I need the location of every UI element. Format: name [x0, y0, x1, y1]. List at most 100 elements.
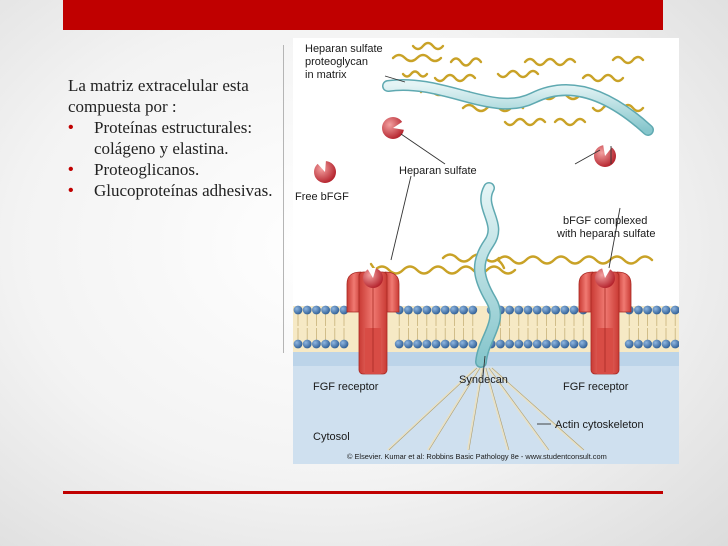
lipid-head [293, 305, 303, 315]
bfgf-ball-icon [363, 268, 383, 288]
lipid-head [312, 305, 321, 315]
lipid-head [302, 339, 312, 349]
lipid-head [339, 339, 349, 349]
bullet-icon: • [68, 161, 74, 178]
lipid-head [431, 339, 441, 349]
label-hs-pg-line2: proteoglycan [305, 56, 368, 68]
lipid-head [523, 305, 533, 315]
proteoglycan-figure: Heparan sulfate proteoglycan in matrix H… [293, 38, 679, 464]
top-accent-bar [63, 0, 663, 30]
label-fgf-receptor-left: FGF receptor [313, 381, 379, 393]
lipid-head [440, 339, 450, 349]
lipid-head [459, 339, 468, 349]
label-free-bfgf: Free bFGF [295, 191, 349, 203]
lipid-head [468, 339, 478, 349]
label-bfgf-complexed-line1: bFGF complexed [563, 215, 647, 227]
bullet-icon: • [68, 182, 74, 199]
lipid-head [321, 339, 330, 349]
lipid-head [670, 339, 679, 349]
lipid-head [413, 339, 422, 349]
lipid-head [440, 305, 450, 315]
lipid-heads [293, 305, 679, 349]
vertical-divider [283, 45, 284, 353]
lipid-head [643, 339, 652, 349]
lipid-head [560, 305, 570, 315]
label-hs-pg-line3: in matrix [305, 69, 347, 81]
bullet-item: • Proteínas estructurales: colágeno y ela… [68, 117, 278, 159]
slide-text: La matriz extracelular esta compuesta po… [68, 75, 278, 201]
lipid-head [505, 339, 514, 349]
figure-credit: © Elsevier. Kumar et al: Robbins Basic P… [347, 452, 607, 461]
lipid-head [468, 305, 478, 315]
label-heparan-sulfate: Heparan sulfate [399, 165, 477, 177]
lipid-head [459, 305, 468, 315]
lipid-head [514, 339, 524, 349]
lipid-head [532, 339, 542, 349]
label-actin-cytoskeleton: Actin cytoskeleton [555, 419, 644, 431]
bfgf-ball-icon [382, 117, 405, 139]
bullet-list: • Proteínas estructurales: colágeno y ela… [68, 117, 278, 201]
lipid-head [302, 305, 312, 315]
bfgf-ball-icon [595, 268, 615, 288]
bullet-item: • Glucoproteínas adhesivas. [68, 180, 278, 201]
lipid-head [330, 305, 340, 315]
lipid-head [661, 305, 671, 315]
lipid-head [634, 339, 643, 349]
label-fgf-receptor-right: FGF receptor [563, 381, 629, 393]
figure-svg: Heparan sulfate proteoglycan in matrix H… [293, 38, 679, 464]
lipid-head [523, 339, 533, 349]
bullet-text: Proteoglicanos. [94, 160, 200, 179]
actin-filament-edges [388, 367, 585, 451]
lipid-head [394, 339, 404, 349]
lipid-head [431, 305, 441, 315]
lipid-head [569, 305, 579, 315]
lipid-head [450, 339, 459, 349]
lipid-head [551, 305, 560, 315]
lipid-head [560, 339, 570, 349]
label-hs-pg-line1: Heparan sulfate [305, 43, 383, 55]
matrix-core-protein [383, 80, 653, 135]
lipid-head [293, 339, 303, 349]
lipid-head [404, 339, 413, 349]
lipid-head [404, 305, 413, 315]
lipid-head [321, 305, 330, 315]
label-bfgf-complexed-line2: with heparan sulfate [556, 228, 655, 240]
syndecan-core [475, 183, 500, 367]
lipid-head [670, 305, 679, 315]
bullet-icon: • [68, 119, 74, 136]
bullet-text: Proteínas estructurales: colágeno y elas… [94, 118, 253, 158]
lipid-head [496, 339, 505, 349]
lipid-head [551, 339, 560, 349]
lipid-head [505, 305, 514, 315]
lipid-head [578, 339, 588, 349]
lipid-head [643, 305, 652, 315]
lipid-head [532, 305, 542, 315]
lipid-head [413, 305, 422, 315]
lipid-head [652, 305, 662, 315]
lipid-head [542, 305, 551, 315]
actin-filaments [387, 367, 584, 451]
lipid-head [514, 305, 524, 315]
fgf-receptor-left-shape [346, 271, 400, 375]
lipid-head [661, 339, 671, 349]
label-syndecan: Syndecan [459, 374, 508, 386]
bullet-item: • Proteoglicanos. [68, 159, 278, 180]
lipid-head [422, 305, 432, 315]
cytosol-region [293, 350, 679, 464]
lipid-head [450, 305, 459, 315]
bottom-accent-line [63, 491, 663, 494]
lipid-head [569, 339, 579, 349]
lipid-head [422, 339, 432, 349]
lipid-head [339, 305, 349, 315]
leader-lines [384, 75, 621, 425]
lipid-head [652, 339, 662, 349]
fgf-receptor-right-shape [578, 271, 632, 375]
bfgf-molecules [314, 117, 616, 288]
bullet-text: Glucoproteínas adhesivas. [94, 181, 273, 200]
lipid-head [330, 339, 340, 349]
label-cytosol: Cytosol [313, 431, 350, 443]
intro-text: La matriz extracelular esta compuesta po… [68, 76, 249, 116]
receptor-linked-chains [369, 253, 654, 275]
lipid-head [312, 339, 321, 349]
lipid-head [624, 339, 634, 349]
